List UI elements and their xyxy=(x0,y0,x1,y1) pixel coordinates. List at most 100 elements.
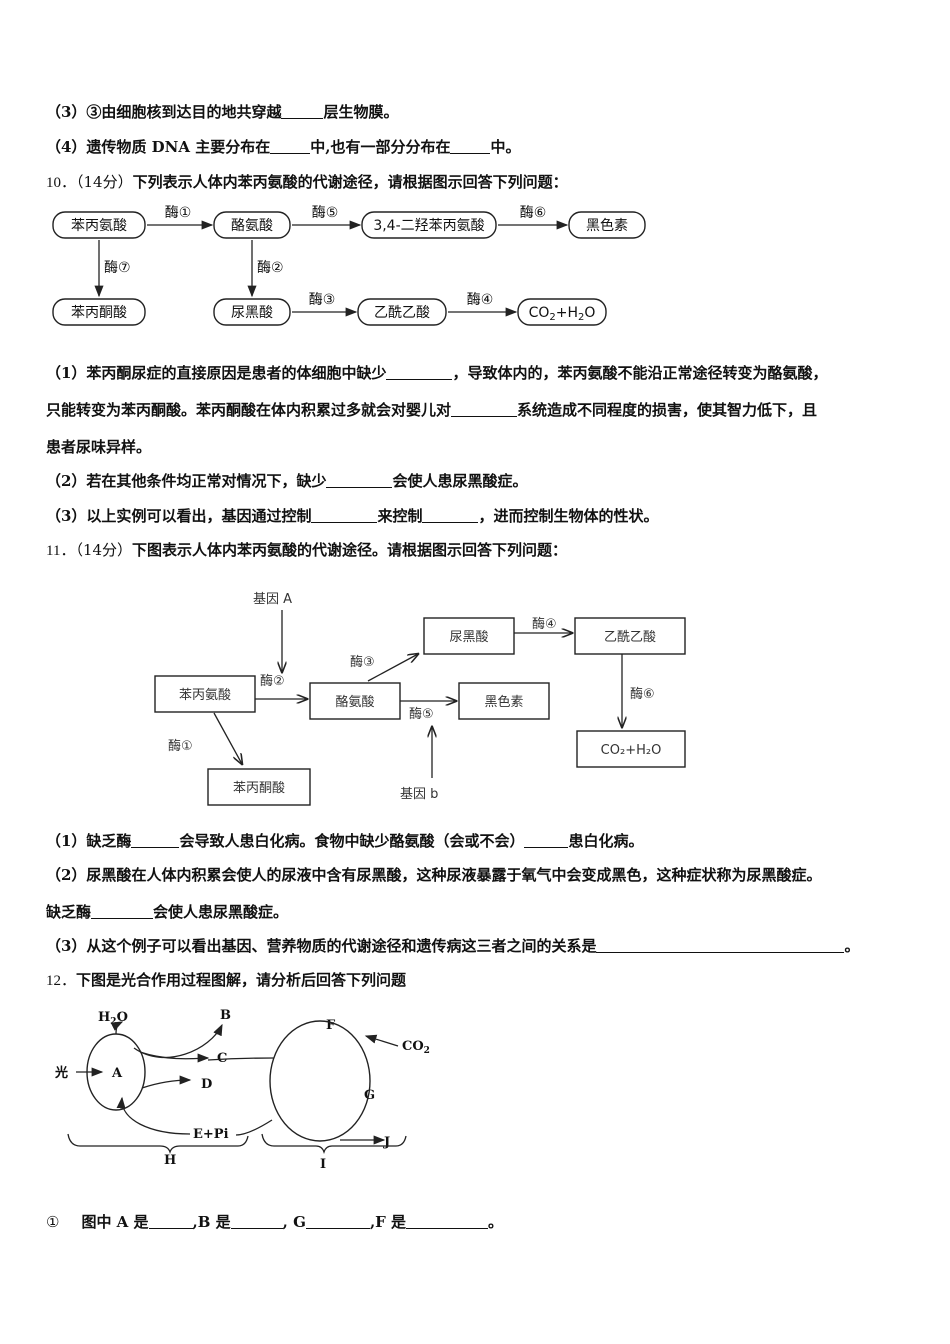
q11-p2-line2: 缺乏酶会使人患尿黑酸症。 xyxy=(46,903,289,921)
q11-p3: （3）从这个例子可以看出基因、营养物质的代谢途径和遗传病这三者之间的关系是。 xyxy=(46,937,860,955)
label-i: I xyxy=(320,1157,326,1172)
answer-blank[interactable] xyxy=(596,938,845,953)
answer-blank[interactable] xyxy=(91,904,154,919)
q10-p2: （2）若在其他条件均正常对情况下，缺少会使人患尿黑酸症。 xyxy=(46,472,528,490)
node-label: 尿黑酸 xyxy=(231,305,273,321)
q10-p1-line3: 患者尿味异样。 xyxy=(46,438,152,456)
node-label: 黑色素 xyxy=(484,694,523,710)
node-label: 乙酰乙酸 xyxy=(374,305,430,321)
node-melanin xyxy=(458,682,550,720)
node-phenylpyruvate xyxy=(207,768,311,806)
node-label: 黑色素 xyxy=(586,217,628,234)
label-f: F xyxy=(326,1018,336,1033)
q11-metabolism-diagram: 基因 A 酶② 苯丙氨酸 酪氨酸 酶③ 尿黑酸 酶④ 乙酰乙酸 酶⑥ CO₂+H… xyxy=(154,592,686,806)
arrow xyxy=(110,1021,124,1035)
co2-label: CO2 xyxy=(402,1039,430,1056)
arrow xyxy=(367,654,418,682)
node-label: 酪氨酸 xyxy=(231,218,273,234)
node-label: 苯丙酮酸 xyxy=(233,781,285,796)
label-a: A xyxy=(111,1066,123,1081)
arrow xyxy=(139,1051,210,1063)
q12-header: 12．下图是光合作用过程图解，请分析后回答下列问题 xyxy=(46,971,407,989)
arrow xyxy=(213,712,242,764)
answer-blank[interactable] xyxy=(270,139,311,154)
arrow xyxy=(207,1057,275,1061)
answer-blank[interactable] xyxy=(311,508,378,523)
answer-blank[interactable] xyxy=(305,1214,370,1229)
label-e-pi: E+Pi xyxy=(193,1127,229,1142)
node-label: CO₂+H₂O xyxy=(601,743,662,758)
enzyme-label: 酶⑤ xyxy=(312,205,339,221)
node-label: 尿黑酸 xyxy=(449,630,488,645)
q10-p3: （3）以上实例可以看出，基因通过控制来控制，进而控制生物体的性状。 xyxy=(46,507,659,525)
answer-blank[interactable] xyxy=(326,473,393,488)
node-phenylalanine xyxy=(52,211,146,239)
label-d: D xyxy=(201,1077,212,1092)
q10-metabolism-diagram: 苯丙氨酸 酪氨酸 3,4-二羟苯丙氨酸 黑色素 酶① 酶⑤ 酶⑥ 酶⑦ 酶② 苯… xyxy=(52,205,646,326)
h2o-label: H2O xyxy=(98,1010,128,1027)
q10-p1-line2: 只能转变为苯丙酮酸。苯丙酮酸在体内积累过多就会对婴儿对系统造成不同程度的损害，使… xyxy=(46,401,818,419)
q10-header: 10．（14分）下列表示人体内苯丙氨酸的代谢途径，请根据图示回答下列问题： xyxy=(46,173,568,191)
answer-blank[interactable] xyxy=(230,1214,283,1229)
q10-p1-line1: （1）苯丙酮尿症的直接原因是患者的体细胞中缺少，导致体内的，苯丙氨酸不能沿正常途… xyxy=(46,364,828,382)
label-light: 光 xyxy=(54,1065,68,1081)
q9-line4: （4）遗传物质 DNA 主要分布在中,也有一部分分布在中。 xyxy=(46,138,521,156)
enzyme-label: 酶② xyxy=(260,673,285,689)
node-label: 苯丙氨酸 xyxy=(179,688,231,703)
node-label: 酪氨酸 xyxy=(335,694,374,710)
answer-blank[interactable] xyxy=(451,402,518,417)
gene-b-label: 基因 b xyxy=(400,787,438,802)
arrow xyxy=(116,1096,191,1135)
node-co2-h2o xyxy=(576,730,686,768)
answer-blank[interactable] xyxy=(131,833,180,848)
arrow xyxy=(364,1034,399,1047)
answer-blank[interactable] xyxy=(148,1214,193,1229)
q11-header: 11．（14分）下图表示人体内苯丙氨酸的代谢途径。请根据图示回答下列问题： xyxy=(46,541,568,559)
label-g: G xyxy=(364,1088,375,1103)
q9-line3: （3）③由细胞核到达目的地共穿越层生物膜。 xyxy=(46,103,399,121)
node-label: CO2+H2O xyxy=(529,305,596,323)
node-homogentisic-acid xyxy=(423,617,515,655)
node-homogentisic-acid xyxy=(213,298,291,326)
label-b: B xyxy=(220,1008,231,1023)
enzyme-label: 酶① xyxy=(165,205,192,221)
answer-blank[interactable] xyxy=(281,104,324,119)
brace-h xyxy=(67,1133,249,1155)
enzyme-label: 酶① xyxy=(168,738,193,754)
answer-blank[interactable] xyxy=(450,139,491,154)
node-tyrosine xyxy=(309,682,401,720)
answer-blank[interactable] xyxy=(422,508,479,523)
enzyme-label: 酶⑥ xyxy=(630,686,655,702)
node-phenylalanine xyxy=(154,675,256,713)
arrow xyxy=(141,1075,192,1089)
enzyme-label: 酶⑤ xyxy=(409,706,434,722)
enzyme-label: 酶⑥ xyxy=(520,205,547,221)
node-acetoacetate xyxy=(574,617,686,655)
q11-p2-line1: （2）尿黑酸在人体内积累会使人的尿液中含有尿黑酸，这种尿液暴露于氧气中会变成黑色… xyxy=(46,866,822,884)
answer-blank[interactable] xyxy=(386,365,453,380)
label-c: C xyxy=(217,1051,227,1066)
enzyme-label: 酶③ xyxy=(309,292,336,308)
node-label: 苯丙酮酸 xyxy=(71,304,127,321)
node-dopa xyxy=(361,211,497,239)
node-label: 苯丙氨酸 xyxy=(71,217,127,234)
photosynthesis-diagram: H2O B C D A 光 E+Pi F CO2 G J H I xyxy=(54,1008,430,1172)
node-co2-h2o xyxy=(517,298,607,326)
answer-blank[interactable] xyxy=(406,1214,489,1229)
enzyme-label: 酶④ xyxy=(532,616,557,632)
answer-blank[interactable] xyxy=(524,833,569,848)
enzyme-label: 酶⑦ xyxy=(104,260,131,276)
brace-i xyxy=(261,1133,407,1155)
node-melanin xyxy=(568,211,646,239)
enzyme-label: 酶④ xyxy=(467,292,494,308)
node-acetoacetate xyxy=(357,298,447,326)
node-tyrosine xyxy=(213,211,291,239)
label-h: H xyxy=(164,1153,176,1168)
enzyme-label: 酶③ xyxy=(350,654,375,670)
node-phenylpyruvate xyxy=(52,298,146,326)
arrow xyxy=(133,1023,223,1059)
arrow xyxy=(235,1119,273,1136)
gene-a-label: 基因 A xyxy=(253,592,292,607)
enzyme-label: 酶② xyxy=(257,260,284,276)
